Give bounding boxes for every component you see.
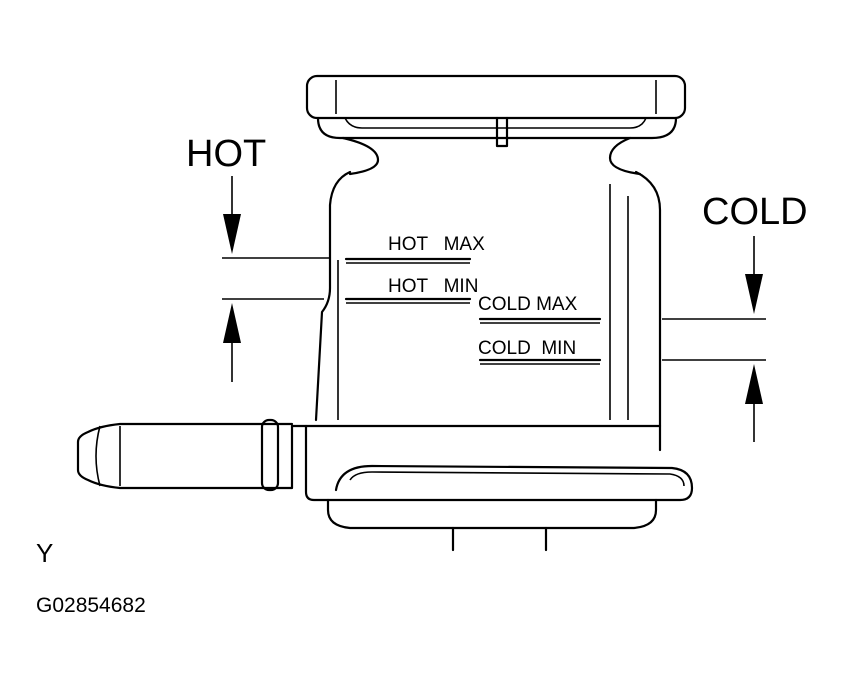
- reservoir-base: [304, 424, 694, 552]
- cold-label: COLD: [702, 191, 808, 233]
- hot-label: HOT: [186, 133, 266, 175]
- hot-range-indicator: [222, 176, 330, 382]
- reservoir-body: [290, 170, 662, 452]
- hot-min-label: HOT MIN: [388, 276, 478, 297]
- cold-range-indicator: [662, 236, 766, 442]
- down-arrow-icon: [223, 214, 241, 254]
- reservoir-cap: [305, 74, 687, 148]
- reservoir-neck: [341, 136, 642, 176]
- cold-max-label: COLD MAX: [478, 294, 578, 315]
- up-arrow-icon: [745, 364, 763, 404]
- level-marks: [344, 257, 602, 365]
- hose-nipple: [76, 418, 294, 492]
- down-arrow-icon: [745, 274, 763, 314]
- up-arrow-icon: [223, 303, 241, 343]
- hot-max-label: HOT MAX: [388, 234, 485, 255]
- view-letter: Y: [36, 538, 53, 568]
- figure-code: G02854682: [36, 594, 146, 617]
- cold-min-label: COLD MIN: [478, 338, 576, 359]
